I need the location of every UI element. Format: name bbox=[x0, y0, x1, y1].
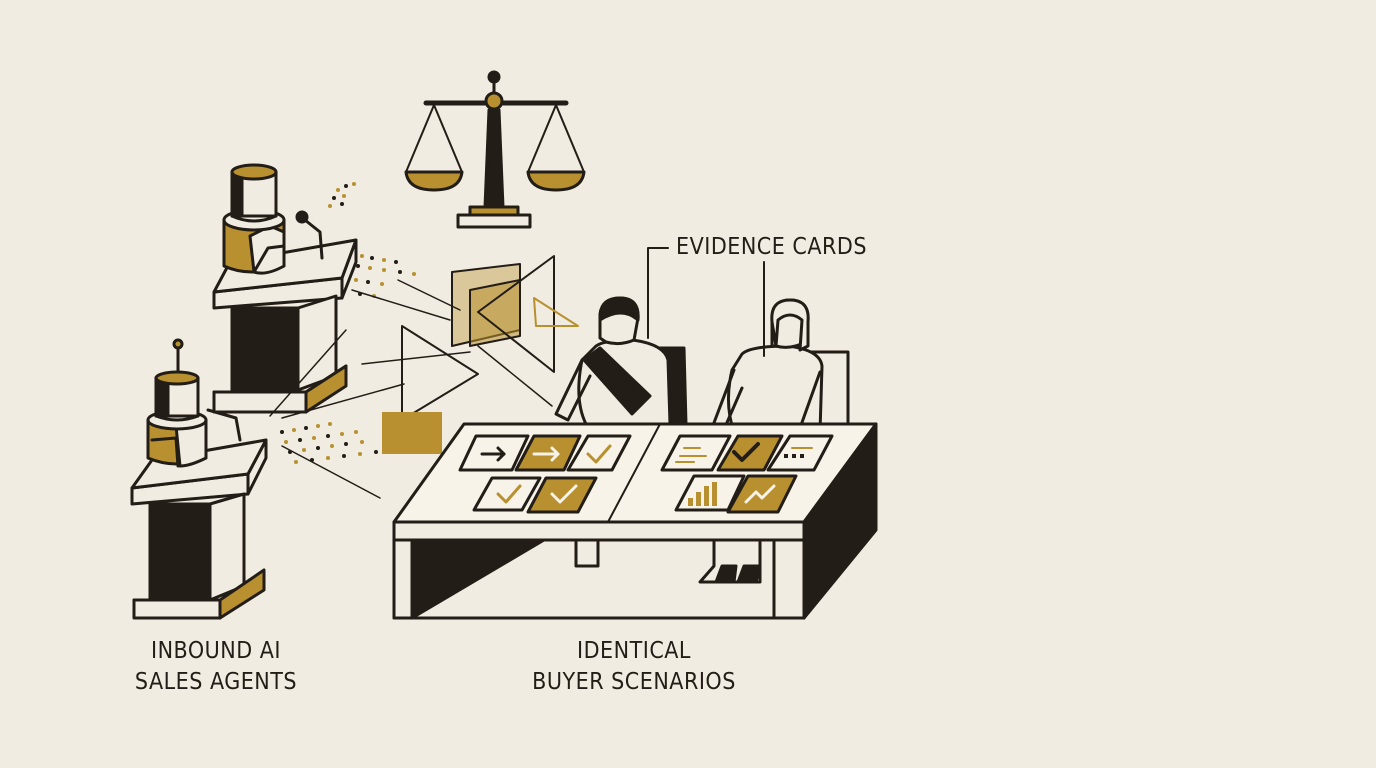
evidence-cards-label: EVIDENCE CARDS bbox=[676, 233, 867, 261]
checkmark-icon bbox=[496, 484, 522, 504]
person-icon bbox=[554, 296, 688, 568]
evidence-card-icon bbox=[660, 434, 732, 472]
evidence-card-icon bbox=[766, 434, 834, 472]
evidence-cards-text: EVIDENCE CARDS bbox=[676, 234, 867, 260]
microphone-icon bbox=[295, 210, 324, 260]
podium-icon bbox=[130, 438, 268, 620]
robot-agent-icon bbox=[146, 338, 208, 468]
buyers-label-line-2: BUYER SCENARIOS bbox=[532, 669, 736, 695]
microphone-icon bbox=[206, 408, 242, 442]
checkmark-icon bbox=[732, 442, 760, 462]
signal-prisms bbox=[269, 255, 579, 499]
inbound-ai-sales-agents-label: INBOUND AI SALES AGENTS bbox=[118, 636, 314, 698]
evidence-card-icon bbox=[566, 434, 632, 472]
evidence-card-icon bbox=[716, 434, 784, 472]
checkmark-icon bbox=[586, 444, 612, 464]
bar-chart-icon bbox=[688, 482, 717, 506]
evidence-card-icon bbox=[514, 434, 582, 472]
evidence-card-icon bbox=[458, 434, 530, 472]
evidence-card-icon bbox=[726, 474, 798, 514]
evidence-card-icon bbox=[526, 476, 598, 514]
robot-agent-icon bbox=[222, 163, 286, 275]
buyers-label-line-1: IDENTICAL bbox=[577, 638, 691, 664]
checkmark-icon bbox=[550, 484, 578, 504]
evidence-card-icon bbox=[472, 476, 542, 512]
signal-dots bbox=[280, 182, 416, 464]
identical-buyer-scenarios-label: IDENTICAL BUYER SCENARIOS bbox=[518, 636, 750, 698]
scales-of-justice-icon bbox=[404, 70, 586, 229]
agents-label-line-1: INBOUND AI bbox=[150, 638, 282, 664]
callout-lines bbox=[647, 247, 765, 357]
evidence-card-icon bbox=[674, 474, 746, 512]
agents-label-line-2: SALES AGENTS bbox=[134, 669, 298, 695]
